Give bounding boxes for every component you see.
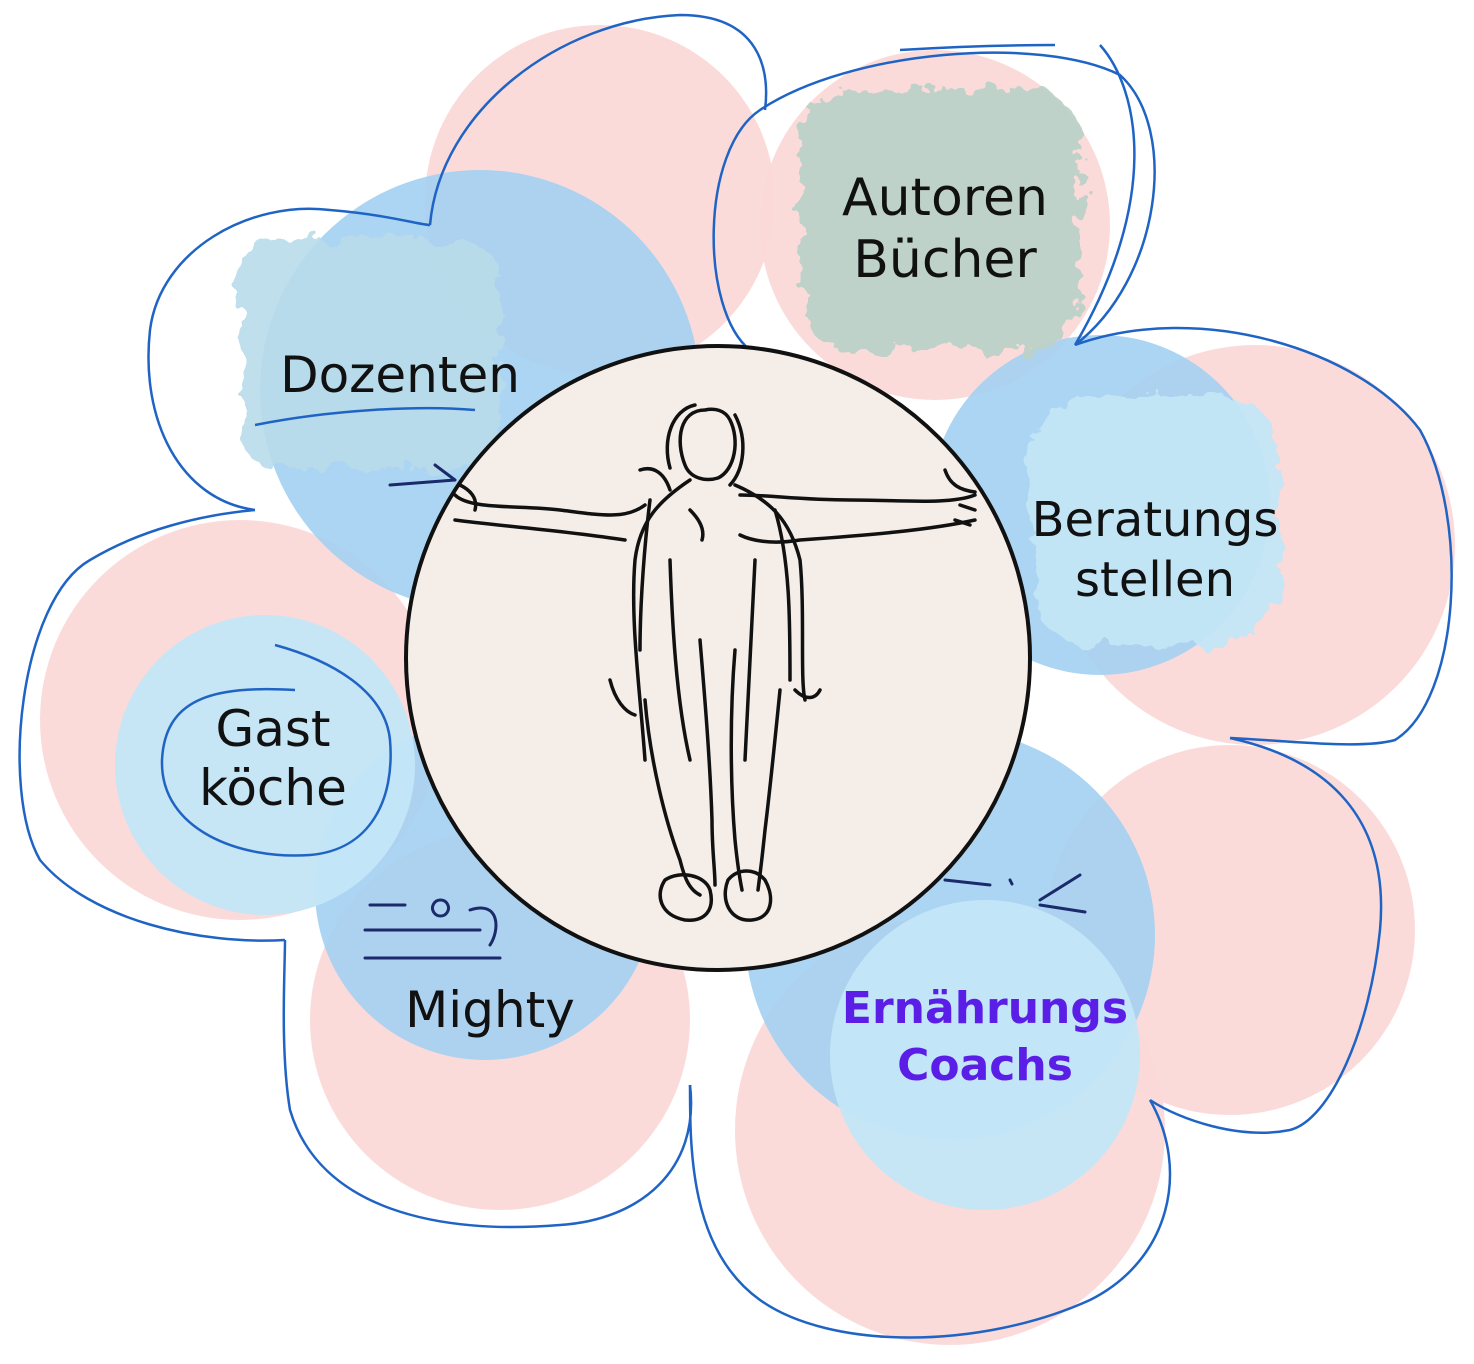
label-autoren: Autoren Bücher [785,167,1105,292]
label-autoren-line2: Bücher [853,230,1037,291]
label-gastkoeche: Gast köche [143,700,403,818]
label-gastkoeche-line1: Gast [215,700,331,758]
petal-outlines [18,13,1453,1339]
blob-ernaehrung-light [830,900,1140,1210]
outline-gast-inner [160,643,392,857]
outline-left [18,508,286,942]
label-beratung-line2: stellen [1075,552,1235,608]
wash-dozenten [240,240,500,470]
outline-bottomleft [282,939,693,1229]
human-figure-sketch-icon [453,403,977,922]
petal-bottomright-pink [1045,745,1415,1115]
label-ernaehrung-line1: Ernährungs [841,983,1129,1034]
label-gastkoeche-line2: köche [199,759,347,817]
wash-autoren [800,90,1080,350]
center-disc [404,344,1032,972]
wash-beratung [1030,395,1280,645]
label-beratung-line1: Beratungs [1031,492,1279,548]
ink-marks [363,463,1087,960]
outline-bottom [688,1084,1172,1339]
outline-right [1074,326,1453,746]
label-autoren-line1: Autoren [842,168,1048,228]
outline-topleft [147,207,431,512]
blob-gast-light [115,615,415,915]
label-mighty-line1: Mighty [405,981,575,1039]
ink-mark-mighty [363,898,502,960]
outline-top [428,13,768,226]
label-ernaehrung: Ernährungs Coachs [815,980,1155,1094]
center-circle [404,344,1032,972]
label-beratung: Beratungs stellen [1005,490,1305,610]
label-mighty: Mighty [340,980,640,1040]
label-dozenten: Dozenten [240,345,560,405]
texture-washes [240,90,1280,645]
label-ernaehrung-line2: Coachs [897,1040,1073,1092]
ink-mark-right [943,873,1087,914]
underline-dozenten [254,406,476,427]
ink-arrow-dozenten [388,463,457,487]
label-dozenten-line1: Dozenten [280,346,520,404]
outline-topright-stroke [899,43,1136,346]
outline-bottomright [1149,736,1383,1134]
